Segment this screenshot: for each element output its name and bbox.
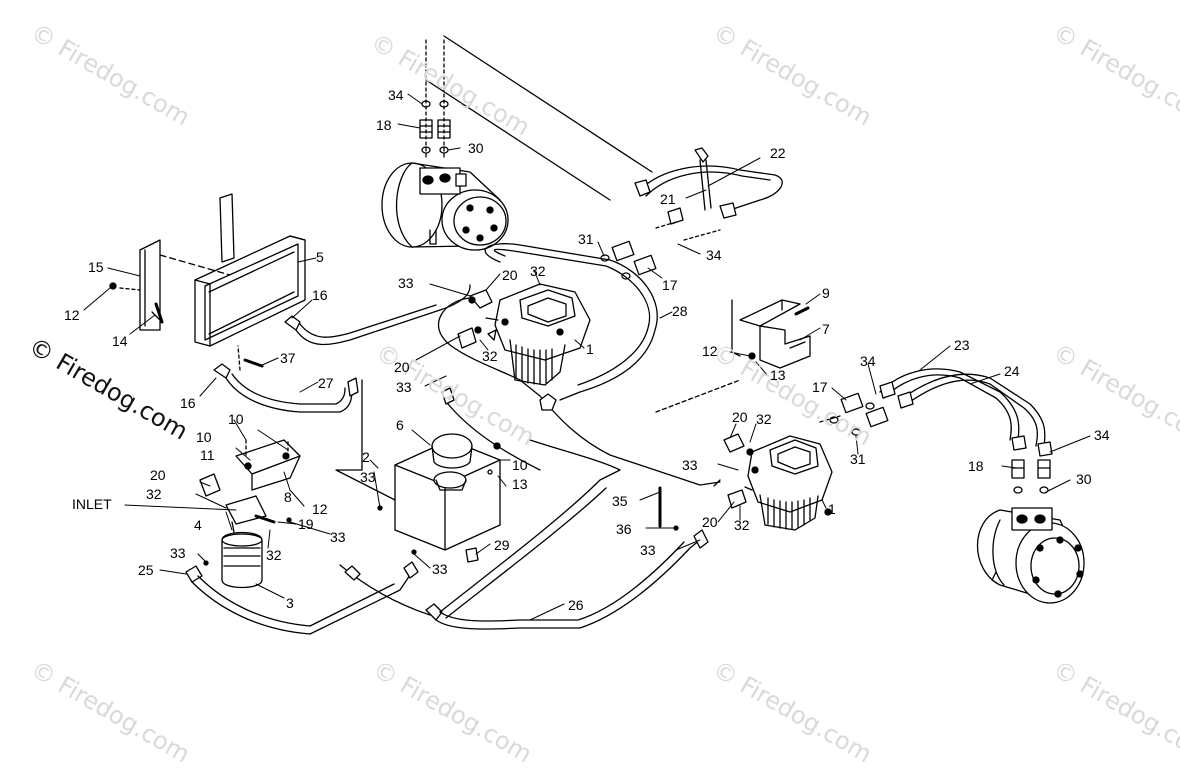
callout-32: 32 (266, 547, 282, 563)
leader-lines (83, 93, 1091, 621)
callout-26: 26 (568, 597, 584, 613)
callout-11: 11 (200, 447, 215, 463)
right-bracket (731, 299, 811, 369)
callout-36: 36 (616, 521, 632, 537)
center-fittings (600, 240, 657, 280)
cooler-hoses (213, 284, 471, 413)
callout-24: 24 (1004, 363, 1020, 379)
callout-12: 12 (312, 501, 328, 517)
callout-27: 27 (318, 375, 334, 391)
callout-4: 4 (194, 517, 202, 533)
callout-6: 6 (396, 417, 404, 433)
callout-37: 37 (280, 350, 296, 366)
callout-20: 20 (732, 409, 748, 425)
callout-34: 34 (706, 247, 722, 263)
callout-33: 33 (360, 469, 376, 485)
callout-9: 9 (822, 285, 830, 301)
callout-33: 33 (682, 457, 698, 473)
callout-10: 10 (228, 411, 244, 427)
callout-33: 33 (170, 545, 186, 561)
callout-32: 32 (734, 517, 750, 533)
callout-20: 20 (702, 514, 718, 530)
callout-3: 3 (286, 595, 294, 611)
callout-34: 34 (388, 87, 404, 103)
callout-20: 20 (150, 467, 166, 483)
center-pump (457, 283, 591, 386)
inlet-label: INLET (72, 496, 112, 512)
callout-14: 14 (112, 333, 128, 349)
callout-5: 5 (316, 249, 324, 265)
callout-30: 30 (1076, 471, 1092, 487)
callout-34: 34 (1094, 427, 1110, 443)
callout-34: 34 (860, 353, 876, 369)
callout-32: 32 (146, 486, 162, 502)
callout-19: 19 (298, 516, 314, 532)
callout-23: 23 (954, 337, 970, 353)
callout-10: 10 (512, 457, 528, 473)
callout-8: 8 (284, 489, 292, 505)
right-hydraulic-motor (977, 459, 1085, 604)
callout-10: 10 (196, 429, 212, 445)
callout-16: 16 (180, 395, 196, 411)
callout-18: 18 (968, 458, 984, 474)
callout-22: 22 (770, 145, 786, 161)
callout-32: 32 (482, 348, 498, 364)
callout-21: 21 (660, 191, 676, 207)
callout-33: 33 (330, 529, 346, 545)
lower-hoses (185, 379, 741, 635)
callout-20: 20 (502, 267, 518, 283)
callout-35: 35 (612, 493, 628, 509)
callout-2: 2 (362, 449, 370, 465)
callout-12: 12 (702, 343, 718, 359)
callout-7: 7 (822, 321, 830, 337)
callout-32: 32 (530, 263, 546, 279)
top-hydraulic-motor (381, 162, 509, 251)
callout-25: 25 (138, 562, 154, 578)
callout-33: 33 (640, 542, 656, 558)
top-tubes (634, 147, 783, 241)
reservoir-tank (335, 379, 501, 563)
callout-1: 1 (586, 341, 594, 357)
callout-16: 16 (312, 287, 328, 303)
top-fittings (419, 35, 653, 201)
callout-17: 17 (662, 277, 678, 293)
callout-28: 28 (672, 303, 688, 319)
callout-33: 33 (432, 561, 448, 577)
callout-31: 31 (850, 451, 866, 467)
filter-assembly (199, 439, 301, 589)
callout-18: 18 (376, 117, 392, 133)
callout-33: 33 (398, 275, 414, 291)
callout-1: 1 (828, 501, 836, 517)
callout-29: 29 (494, 537, 510, 553)
callout-17: 17 (812, 379, 828, 395)
right-pump (723, 433, 833, 531)
callout-12: 12 (64, 307, 80, 323)
callout-13: 13 (512, 476, 528, 492)
callout-20: 20 (394, 359, 410, 375)
callout-31: 31 (578, 231, 594, 247)
tube-28 (437, 243, 721, 486)
callout-30: 30 (468, 140, 484, 156)
callout-33: 33 (396, 379, 412, 395)
callout-13: 13 (770, 367, 786, 383)
right-tubes (819, 368, 1053, 457)
callout-15: 15 (88, 259, 104, 275)
oil-cooler (109, 193, 306, 347)
callout-32: 32 (756, 411, 772, 427)
